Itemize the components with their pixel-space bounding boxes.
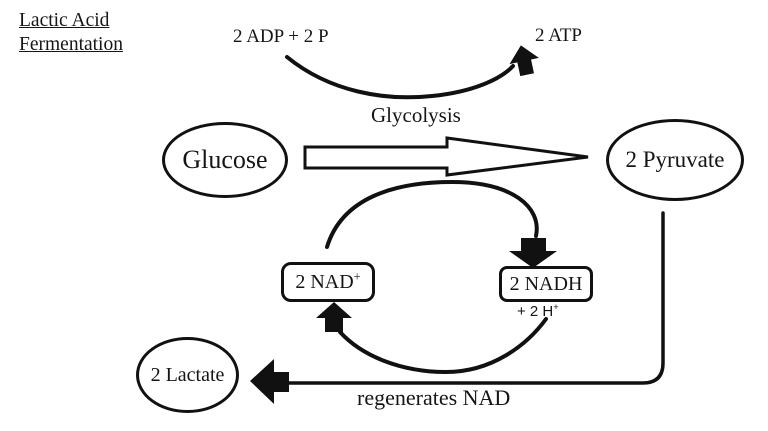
- glucose-label: Glucose: [182, 145, 268, 174]
- adp-atp-arc: [285, 55, 515, 100]
- nad-cycle-top-arc: [325, 179, 539, 249]
- pyruvate-label: 2 Pyruvate: [625, 147, 725, 172]
- glucose-node: Glucose: [162, 122, 288, 198]
- nadh-down-arrowhead: [509, 238, 557, 268]
- atp-up-arrowhead: [509, 45, 539, 77]
- diagram-title-line1: Lactic Acid: [19, 10, 110, 31]
- diagram-title: Lactic Acid Fermentation: [19, 9, 123, 57]
- adp-substrate-label: 2 ADP + 2 P: [233, 26, 329, 47]
- protons-label: + 2 H+: [517, 302, 559, 320]
- diagram-title-line2: Fermentation: [19, 33, 123, 55]
- lactate-left-arrowhead: [250, 359, 289, 404]
- nad-up-arrowhead: [316, 302, 352, 332]
- protons-superscript: +: [553, 302, 559, 312]
- pyruvate-lactate-line: [287, 211, 665, 385]
- nadh-label: 2 NADH: [509, 272, 583, 295]
- nad-node: 2 NAD+: [281, 262, 375, 302]
- nad-label: 2 NAD+: [295, 268, 361, 293]
- glycolysis-label: Glycolysis: [371, 103, 461, 127]
- pyruvate-node: 2 Pyruvate: [606, 119, 744, 201]
- glycolysis-arrow: [303, 136, 589, 177]
- nad-cycle-bottom-arc: [338, 317, 548, 375]
- lactate-node: 2 Lactate: [136, 337, 239, 413]
- regenerates-nad-label: regenerates NAD: [357, 385, 511, 410]
- nadh-node: 2 NADH: [499, 266, 593, 302]
- nad-superscript: +: [353, 268, 361, 283]
- lactate-label: 2 Lactate: [150, 363, 225, 386]
- atp-product-label: 2 ATP: [535, 25, 582, 46]
